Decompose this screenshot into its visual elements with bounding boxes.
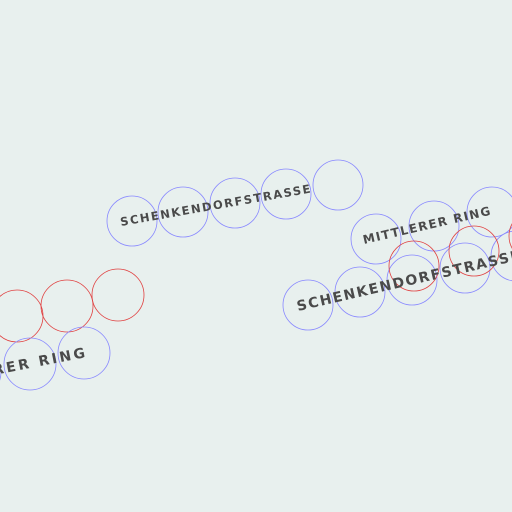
- collision-circle: [57, 326, 111, 380]
- collision-circle: [282, 279, 334, 331]
- collision-circle: [3, 337, 57, 391]
- collision-circle-rejected: [388, 240, 440, 292]
- collision-circle: [386, 254, 438, 306]
- collision-circle: [209, 177, 261, 229]
- collision-circle: [0, 363, 2, 381]
- collision-circle-rejected: [40, 279, 94, 333]
- collision-circle: [157, 186, 209, 238]
- collision-circles-schenkendorfstrasse-upper: [106, 159, 364, 247]
- collision-circle: [106, 195, 158, 247]
- collision-circle: [439, 242, 491, 294]
- collision-circle-rejected: [448, 225, 500, 277]
- collision-circle-rejected: [508, 223, 512, 249]
- collision-circle: [490, 230, 512, 282]
- collision-circle: [466, 186, 512, 238]
- collision-circle: [350, 213, 402, 265]
- collision-circles-schenkendorfstrasse-lower: [282, 230, 512, 331]
- collision-circles-rejected-right: [388, 223, 512, 292]
- collision-circle-rejected: [91, 268, 145, 322]
- collision-circle: [334, 266, 386, 318]
- collision-circles-mittlerer-ring-left: [0, 268, 145, 391]
- collision-circle: [312, 159, 364, 211]
- collision-circle: [260, 168, 312, 220]
